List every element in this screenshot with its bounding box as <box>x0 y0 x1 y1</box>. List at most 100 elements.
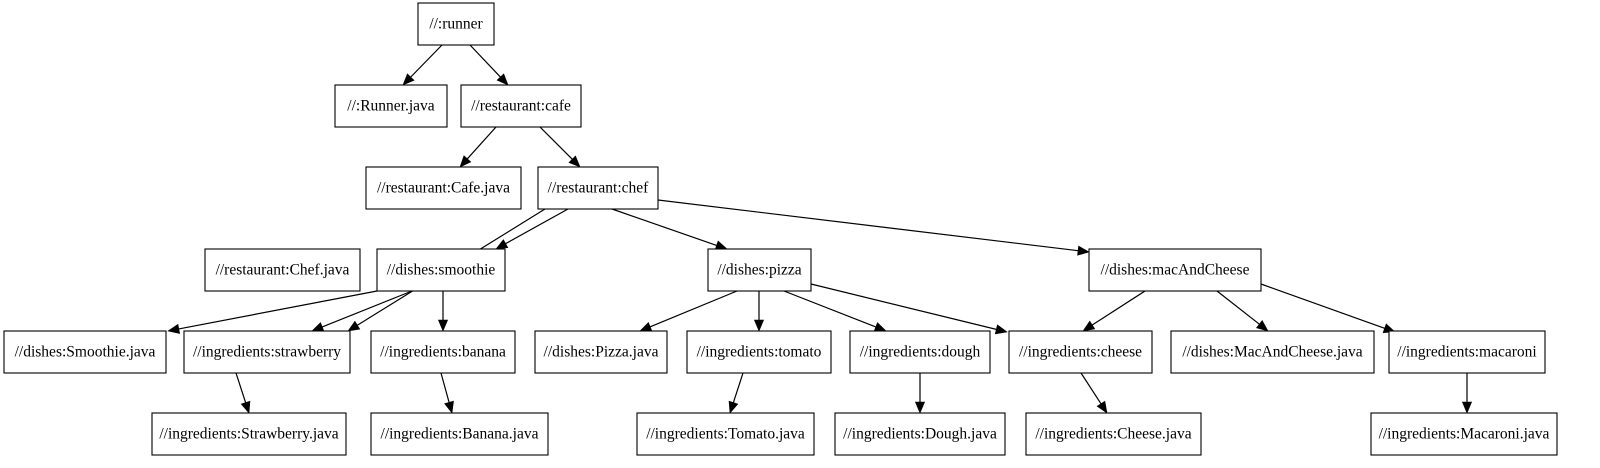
node-label: //restaurant:Chef.java <box>216 262 350 279</box>
node-label: //ingredients:dough <box>860 344 981 361</box>
graph-edge <box>440 372 454 414</box>
graph-node-chef_java[interactable]: //restaurant:Chef.java <box>204 248 361 292</box>
edge-arrowhead <box>495 239 509 250</box>
edge-line <box>466 126 497 160</box>
node-box[interactable] <box>686 330 832 374</box>
node-label: //restaurant:chef <box>548 180 650 197</box>
edge-line <box>1216 290 1260 325</box>
edge-arrowhead <box>914 401 926 414</box>
node-label: //dishes:MacAndCheese.java <box>1182 344 1362 361</box>
graph-edge <box>1082 290 1146 332</box>
node-label: //ingredients:cheese <box>1019 344 1142 361</box>
node-label: //ingredients:Banana.java <box>381 426 539 443</box>
node-box[interactable] <box>534 330 668 374</box>
graph-node-tomato_java[interactable]: //ingredients:Tomato.java <box>636 412 815 456</box>
node-box[interactable] <box>204 248 361 292</box>
edge-arrowhead <box>753 319 765 332</box>
graph-edge <box>539 126 581 168</box>
node-label: //ingredients:strawberry <box>193 344 341 361</box>
edge-arrowhead <box>994 324 1008 335</box>
node-box[interactable] <box>1170 330 1375 374</box>
node-box[interactable] <box>849 330 991 374</box>
graph-node-pizza_java[interactable]: //dishes:Pizza.java <box>534 330 668 374</box>
graph-edge <box>469 44 509 86</box>
graph-node-ing_cheese[interactable]: //ingredients:cheese <box>1008 330 1153 374</box>
graph-edge <box>437 291 449 332</box>
graph-node-cafe_java[interactable]: //restaurant:Cafe.java <box>365 166 522 210</box>
graph-node-ing_macaroni[interactable]: //ingredients:macaroni <box>1388 330 1546 374</box>
node-box[interactable] <box>636 412 815 456</box>
edge-line <box>235 372 247 403</box>
graph-node-cheese_java[interactable]: //ingredients:Cheese.java <box>1025 412 1202 456</box>
node-box[interactable] <box>334 84 448 128</box>
node-box[interactable] <box>151 412 347 456</box>
node-box[interactable] <box>1025 412 1202 456</box>
edge-arrowhead <box>311 322 325 332</box>
graph-edge <box>1080 372 1108 414</box>
graph-node-smoothie_java[interactable]: //dishes:Smoothie.java <box>3 330 167 374</box>
node-box[interactable] <box>417 2 495 46</box>
node-label: //:runner <box>429 16 483 33</box>
graph-node-restaurant_chef[interactable]: //restaurant:chef <box>537 166 659 210</box>
node-box[interactable] <box>370 412 549 456</box>
node-box[interactable] <box>460 84 582 128</box>
graph-node-dishes_pizza[interactable]: //dishes:pizza <box>707 248 812 292</box>
edge-line <box>539 126 573 160</box>
graph-node-macaroni_java[interactable]: //ingredients:Macaroni.java <box>1370 412 1558 456</box>
node-box[interactable] <box>3 330 167 374</box>
graph-edge <box>657 199 1090 256</box>
graph-edge <box>402 44 443 86</box>
node-label: //:Runner.java <box>347 98 435 115</box>
edge-arrowhead <box>240 400 251 414</box>
edge-arrowhead <box>459 155 472 168</box>
graph-edge <box>1461 373 1473 414</box>
graph-node-ing_dough[interactable]: //ingredients:dough <box>849 330 991 374</box>
graph-node-ing_strawberry[interactable]: //ingredients:strawberry <box>183 330 351 374</box>
graph-node-runner[interactable]: //:runner <box>417 2 495 46</box>
node-label: //dishes:pizza <box>717 262 801 279</box>
node-box[interactable] <box>1088 248 1262 292</box>
graph-node-ing_tomato[interactable]: //ingredients:tomato <box>686 330 832 374</box>
graph-edge <box>167 290 378 334</box>
graph-node-dough_java[interactable]: //ingredients:Dough.java <box>834 412 1006 456</box>
node-box[interactable] <box>1008 330 1153 374</box>
graph-node-dishes_smoothie[interactable]: //dishes:smoothie <box>376 248 506 292</box>
graph-node-strawberry_java[interactable]: //ingredients:Strawberry.java <box>151 412 347 456</box>
edge-line <box>469 44 501 78</box>
edge-line <box>410 44 443 78</box>
edge-arrowhead <box>639 322 653 332</box>
node-box[interactable] <box>370 330 516 374</box>
node-box[interactable] <box>365 166 522 210</box>
graph-node-dishes_macandcheese[interactable]: //dishes:macAndCheese <box>1088 248 1262 292</box>
edge-line <box>1091 290 1146 326</box>
node-box[interactable] <box>1388 330 1546 374</box>
node-box[interactable] <box>183 330 351 374</box>
edge-line <box>657 199 1079 252</box>
nodes-layer: //:runner //:Runner.java //restaurant:cafe… <box>3 2 1558 456</box>
graph-node-banana_java[interactable]: //ingredients:Banana.java <box>370 412 549 456</box>
edge-arrowhead <box>1461 401 1473 414</box>
node-box[interactable] <box>537 166 659 210</box>
node-box[interactable] <box>707 248 812 292</box>
node-box[interactable] <box>1370 412 1558 456</box>
edge-arrowhead <box>167 323 181 334</box>
graph-node-ing_banana[interactable]: //ingredients:banana <box>370 330 516 374</box>
node-box[interactable] <box>834 412 1006 456</box>
edge-arrowhead <box>568 155 581 168</box>
node-label: //dishes:macAndCheese <box>1101 262 1250 279</box>
graph-node-restaurant_cafe[interactable]: //restaurant:cafe <box>460 84 582 128</box>
edge-line <box>810 283 997 330</box>
graph-node-runner_java[interactable]: //:Runner.java <box>334 84 448 128</box>
edge-arrowhead <box>347 320 361 332</box>
graph-edge <box>459 126 497 168</box>
graph-edge <box>810 283 1008 335</box>
node-label: //dishes:Smoothie.java <box>15 344 156 361</box>
edge-arrowhead <box>402 73 415 86</box>
graph-edge <box>311 290 413 332</box>
node-box[interactable] <box>376 248 506 292</box>
node-label: //restaurant:Cafe.java <box>377 180 510 197</box>
graph-node-macandcheese_java[interactable]: //dishes:MacAndCheese.java <box>1170 330 1375 374</box>
edge-arrowhead <box>714 240 728 251</box>
